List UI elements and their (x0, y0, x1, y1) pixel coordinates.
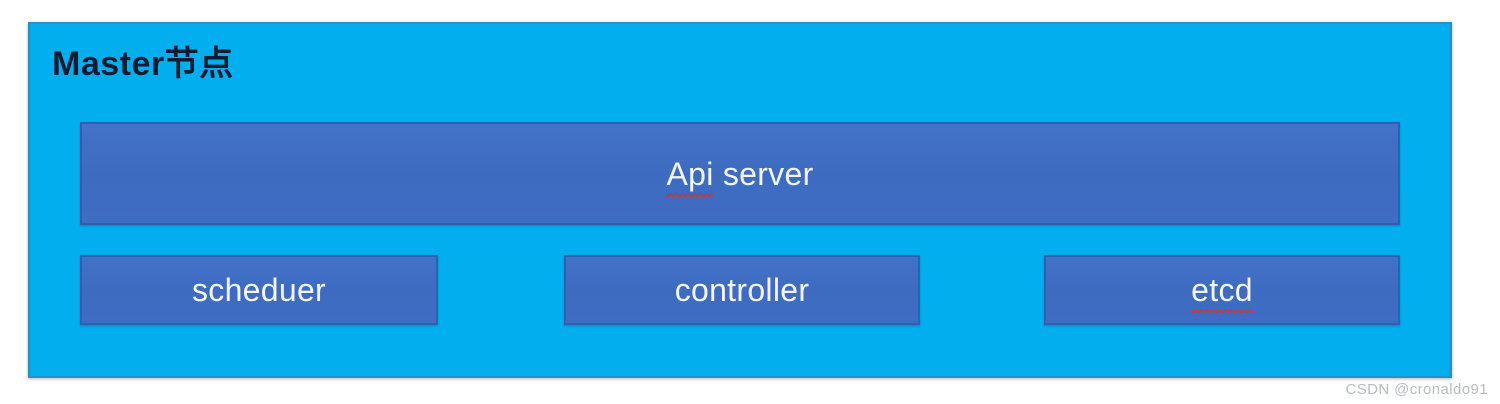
component-box-controller: controller (564, 255, 920, 325)
spellcheck-underline-api: Api (666, 155, 714, 197)
master-node-panel: Master节点 Api server scheduer controller … (28, 22, 1452, 378)
component-box-scheduer: scheduer (80, 255, 438, 325)
component-label-api-server: Api server (666, 155, 814, 197)
component-label-scheduer: scheduer (191, 272, 327, 308)
component-label-api-server-rest: server (713, 155, 814, 192)
component-label-etcd: etcd (1191, 272, 1253, 313)
component-label-controller: controller (674, 272, 810, 308)
component-box-api-server: Api server (80, 122, 1400, 225)
page-title: Master节点 (52, 45, 234, 83)
component-box-etcd: etcd (1044, 255, 1400, 325)
spellcheck-underline-etcd: etcd (1191, 272, 1253, 313)
watermark: CSDN @cronaldo91 (1345, 381, 1488, 398)
